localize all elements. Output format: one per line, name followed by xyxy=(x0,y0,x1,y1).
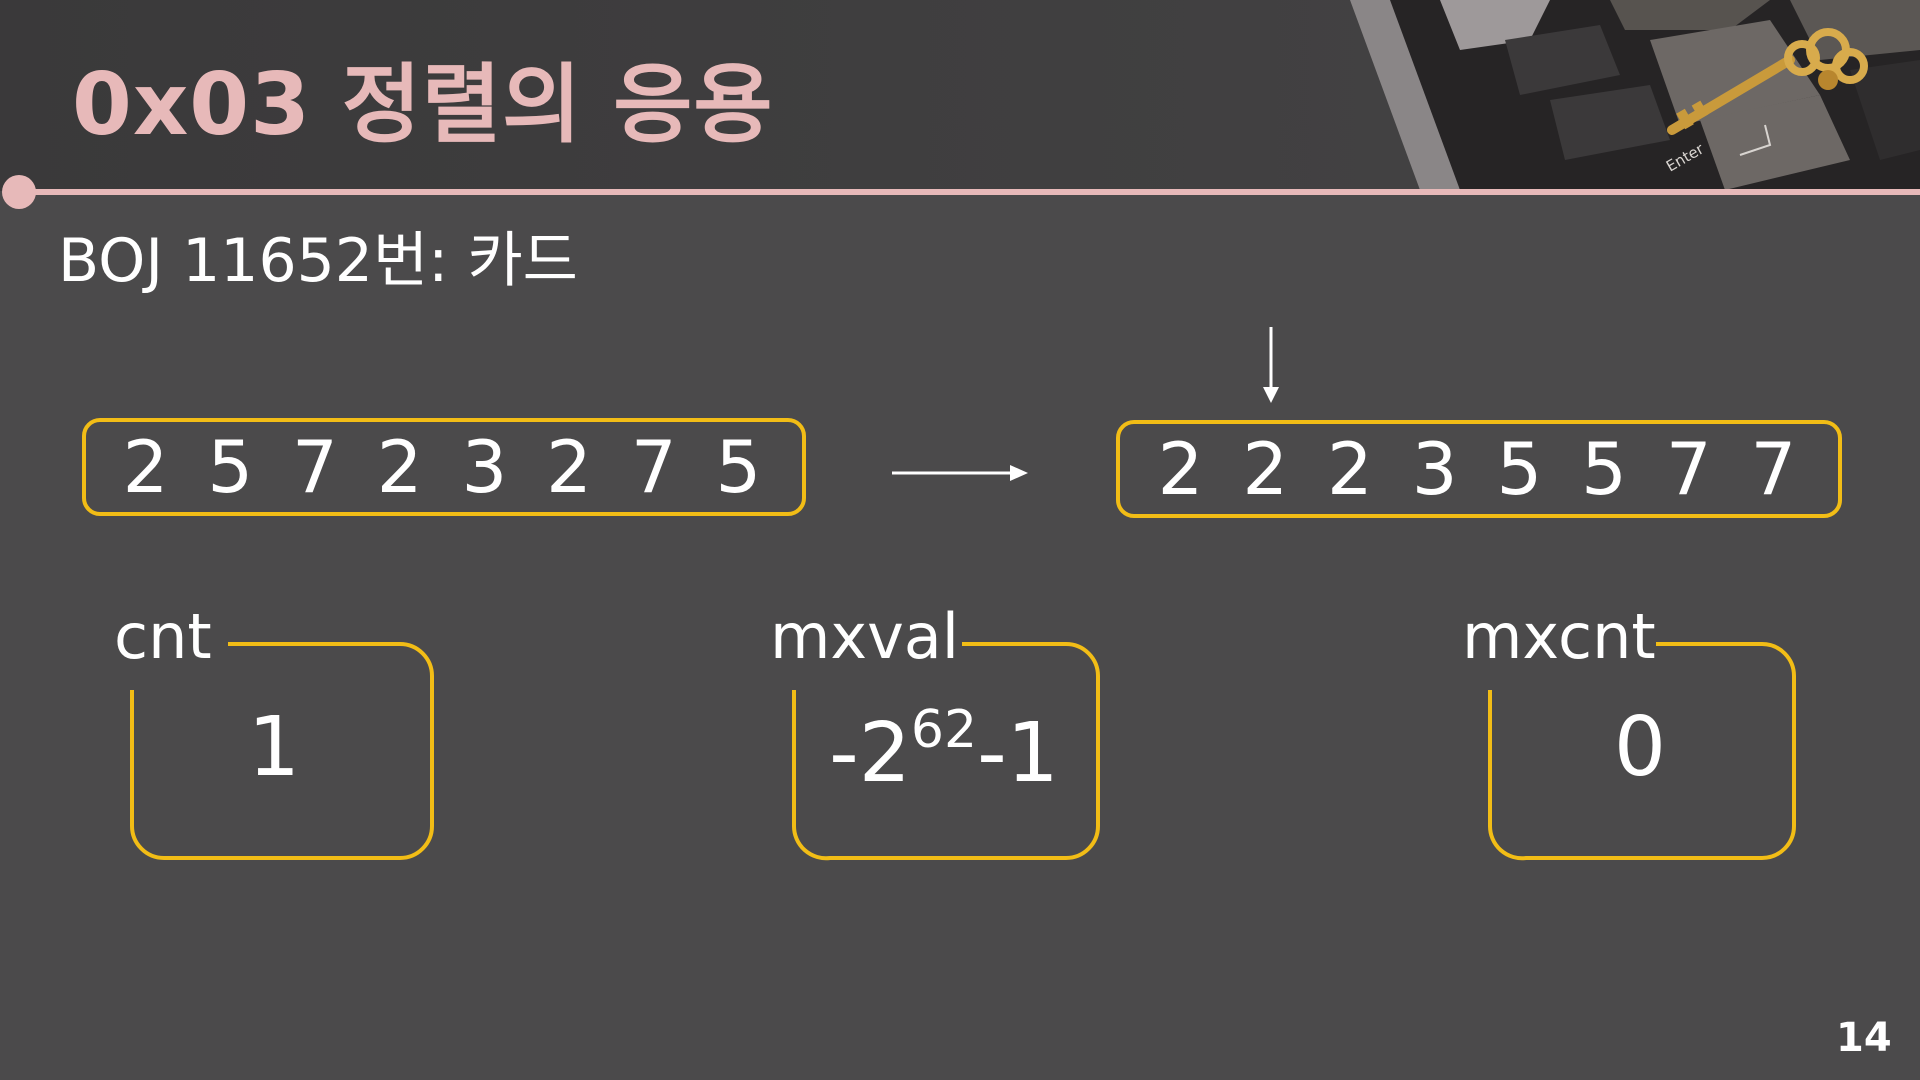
down-arrow-icon xyxy=(1263,327,1279,403)
mxval-exponent: 62 xyxy=(910,700,978,760)
keyboard-key-image: Enter xyxy=(1350,0,1920,190)
mxval-label: mxval xyxy=(770,600,959,673)
cnt-value: 1 xyxy=(247,700,301,795)
cnt-label: cnt xyxy=(114,600,212,673)
mxval-box xyxy=(791,642,1100,861)
header-divider-line xyxy=(16,189,1920,195)
mxcnt-label: mxcnt xyxy=(1462,600,1656,673)
golden-key-icon xyxy=(1667,28,1868,135)
mxval-suffix: -1 xyxy=(977,706,1059,801)
sorted-sequence-box: 2 2 2 3 5 5 7 7 xyxy=(1116,420,1842,518)
mxcnt-value: 0 xyxy=(1613,700,1667,795)
original-sequence-box: 2 5 7 2 3 2 7 5 xyxy=(82,418,806,516)
cnt-box xyxy=(130,642,434,860)
slide-title: 0x03 정렬의 응용 xyxy=(72,55,774,155)
mxval-value: -262-1 xyxy=(784,700,1104,801)
mxcnt-box xyxy=(1487,642,1796,861)
right-arrow-icon xyxy=(892,465,1028,481)
mxval-base: -2 xyxy=(829,706,911,801)
page-number: 14 xyxy=(1836,1015,1892,1061)
header-divider-dot xyxy=(2,175,36,209)
problem-title: BOJ 11652번: 카드 xyxy=(58,226,578,296)
